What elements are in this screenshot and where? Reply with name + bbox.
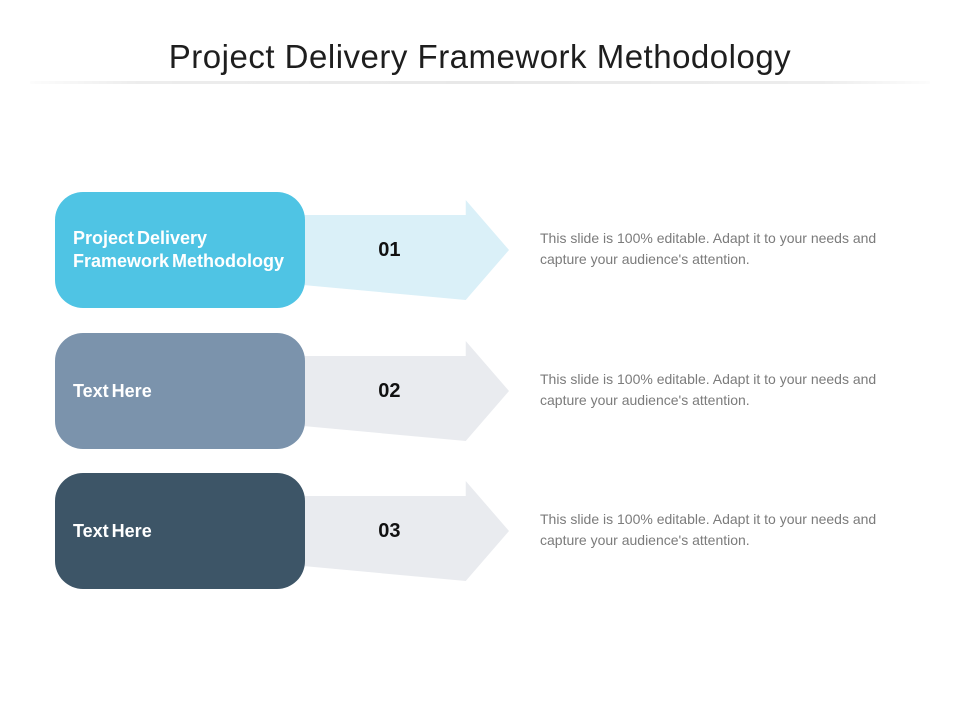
arrow-shape-3: 03 bbox=[303, 481, 509, 581]
stage-number-2: 02 bbox=[378, 379, 401, 402]
stage-box-2: Text Here bbox=[55, 333, 305, 449]
process-row-3: Text Here 03 This slide is 100% editable… bbox=[0, 473, 960, 589]
stage-description-2: This slide is 100% editable. Adapt it to… bbox=[540, 371, 877, 408]
stage-label-3: Text Here bbox=[73, 520, 152, 541]
stage-box-1: Project Delivery Framework Methodology bbox=[55, 192, 305, 308]
stage-description-1: This slide is 100% editable. Adapt it to… bbox=[540, 230, 877, 267]
stage-label-2: Text Here bbox=[73, 380, 152, 401]
stage-number-1: 01 bbox=[378, 238, 401, 261]
stage-label-1: Project Delivery Framework Methodology bbox=[73, 228, 285, 271]
process-row-2: Text Here 02 This slide is 100% editable… bbox=[0, 333, 960, 449]
stage-description-3: This slide is 100% editable. Adapt it to… bbox=[540, 511, 877, 548]
stage-box-3: Text Here bbox=[55, 473, 305, 589]
title-divider bbox=[30, 81, 930, 84]
arrow-shape-2: 02 bbox=[303, 341, 509, 441]
process-row-1: Project Delivery Framework Methodology 0… bbox=[0, 192, 960, 308]
stage-number-3: 03 bbox=[378, 519, 401, 542]
arrow-shape-1: 01 bbox=[303, 200, 509, 300]
slide-title: Project Delivery Framework Methodology bbox=[168, 38, 792, 75]
